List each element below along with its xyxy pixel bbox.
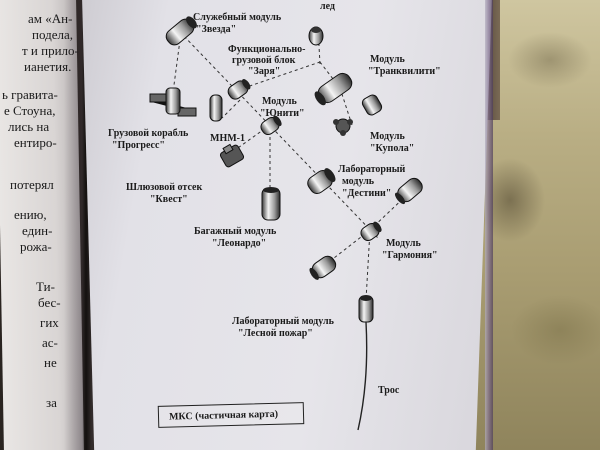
left-line: гих [40, 315, 59, 330]
vertical-small-module-icon [209, 94, 223, 122]
left-line: ь гравита- [2, 87, 58, 102]
harmony-label: "Гармония" [382, 250, 438, 261]
right-page [82, 0, 492, 450]
destiny-label: "Дестини" [342, 188, 391, 199]
forest-module-icon [358, 295, 374, 323]
mlm-module-icon [219, 143, 245, 168]
left-line: подела, [32, 27, 73, 42]
unity-label: Модуль [262, 96, 297, 107]
left-line: бес- [38, 295, 61, 310]
left-line: ианетия. [24, 59, 72, 74]
zvezda-label: "Звезда" [196, 24, 236, 35]
quest-label: "Квест" [150, 194, 188, 205]
leonardo-label: "Леонардо" [212, 238, 266, 249]
unity-label: "Юнити" [260, 108, 305, 119]
leonardo-module-icon [261, 187, 281, 221]
zarya-label: Функционально- [228, 44, 305, 55]
left-line: рожа- [20, 239, 52, 254]
tranquility-module-icon [314, 72, 353, 106]
destiny-module-icon [307, 168, 336, 195]
forest-label: "Лесной пожар" [238, 328, 313, 339]
left-line: един- [22, 223, 53, 238]
harmony-label: Модуль [386, 238, 421, 249]
zarya-label: "Заря" [248, 66, 280, 77]
left-line: ентиро- [14, 135, 57, 150]
small-module-icon [308, 26, 324, 46]
right-module-icon [394, 177, 423, 205]
diagram-caption: МКС (частичная карта) [157, 402, 305, 428]
leonardo-label: Багажный модуль [194, 226, 277, 237]
tether-label: Трос [378, 385, 400, 396]
progress-ship-icon [149, 87, 197, 117]
destiny-label: модуль [342, 176, 375, 187]
tranquility-label: Модуль [370, 54, 405, 65]
zvezda-module-icon [165, 16, 197, 46]
destiny-label: Лабораторный [338, 164, 406, 175]
zarya-module-icon [227, 79, 251, 100]
left-line: лись на [8, 119, 50, 134]
tranquility-label: "Транквилити" [368, 66, 441, 77]
mlm-label: МНМ-1 [210, 133, 245, 144]
unity-module-icon [260, 115, 282, 136]
left-line: потерял [10, 177, 54, 192]
left-line: ас- [42, 335, 58, 350]
progress-label: "Прогресс" [112, 140, 165, 151]
zvezda-label: Служебный модуль [193, 12, 282, 23]
forest-label: Лабораторный модуль [232, 316, 335, 327]
side-module-icon [361, 94, 383, 116]
lower-module-icon [309, 255, 337, 280]
zarya-label: грузовой блок [232, 55, 296, 66]
left-line: за [46, 395, 57, 410]
header-fragment: лед [320, 1, 335, 12]
left-line: ам «Ан- [28, 11, 73, 26]
cupola-label: "Купола" [370, 143, 414, 154]
tether-line [357, 321, 368, 431]
left-line: Ти- [36, 279, 55, 294]
left-line: не [44, 355, 57, 370]
harmony-module-icon [360, 221, 382, 242]
left-line: ению, [14, 207, 47, 222]
left-line: е Стоуна, [4, 103, 56, 118]
quest-label: Шлюзовой отсек [126, 182, 202, 193]
progress-label: Грузовой корабль [108, 128, 189, 139]
cupola-module-icon [333, 118, 353, 136]
page-edge [485, 0, 493, 450]
cupola-label: Модуль [370, 131, 405, 142]
